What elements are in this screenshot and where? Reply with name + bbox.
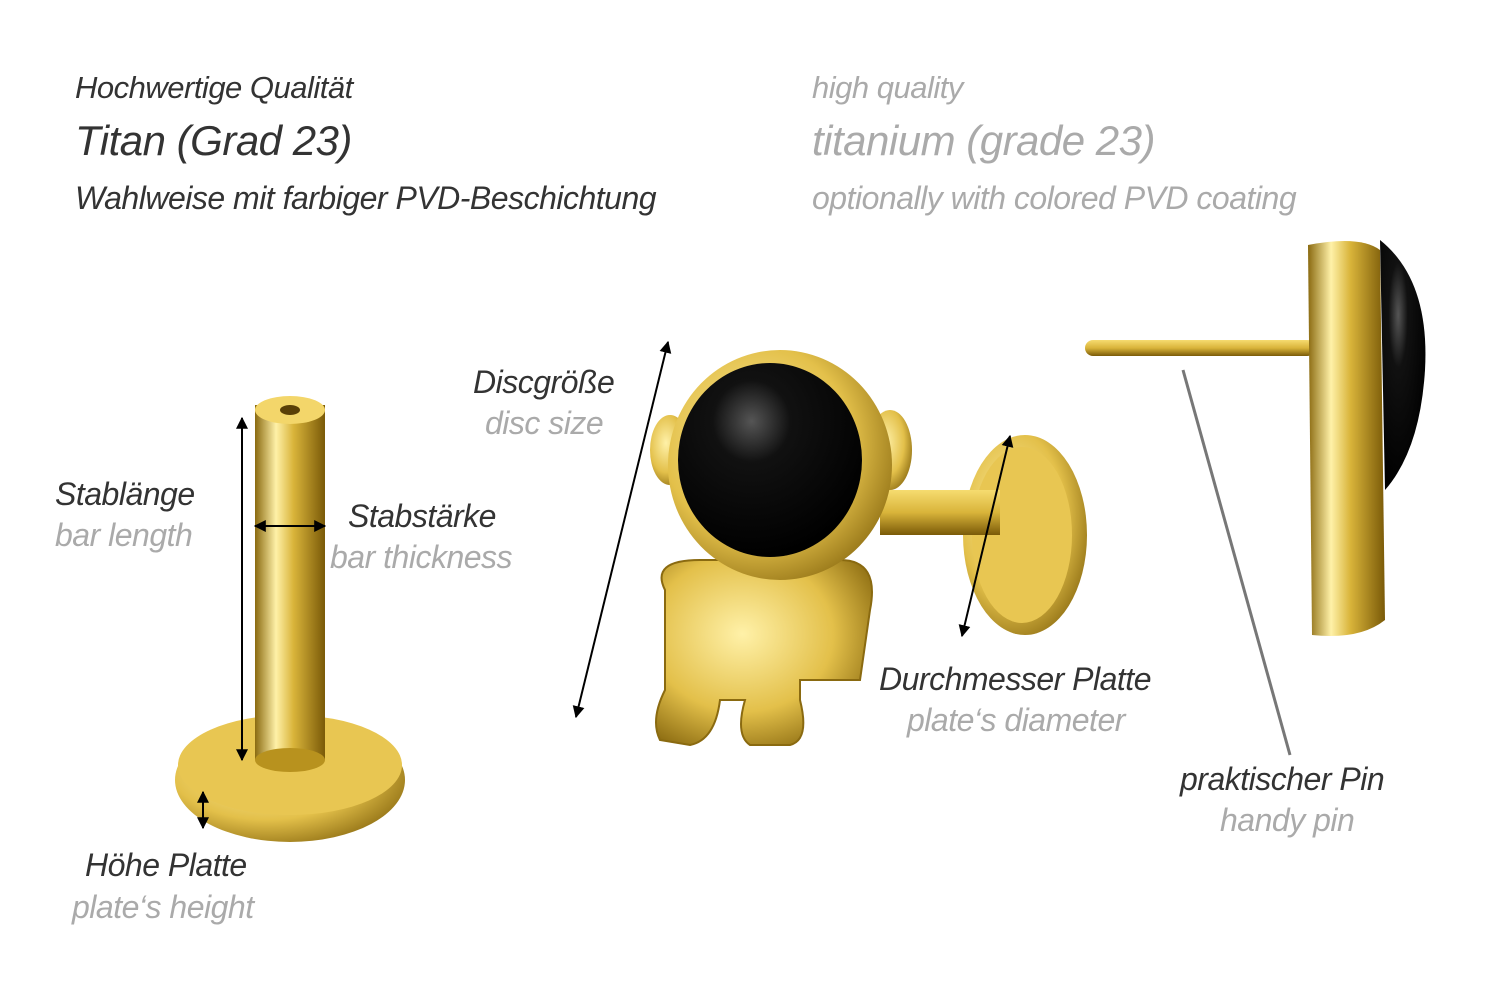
handy-pin-pointer [1181, 369, 1292, 756]
labret-post-illustration [175, 396, 405, 842]
plate-diameter-label-de: Durchmesser Platte [879, 661, 1151, 697]
disc-size-label-en: disc size [485, 405, 604, 441]
plate-height-label-en: plate‘s height [72, 889, 254, 925]
material-en: titanium (grade 23) [812, 117, 1156, 164]
plate-diameter-arrow [958, 434, 1014, 638]
bar-length-label-de: Stablänge [55, 476, 195, 512]
material-de: Titan (Grad 23) [75, 117, 352, 164]
disc-size-arrow [572, 340, 672, 719]
quality-en: high quality [812, 70, 963, 105]
coating-en: optionally with colored PVD coating [812, 180, 1297, 216]
plate-height-label-de: Höhe Platte [85, 847, 247, 883]
bar-length-label-en: bar length [55, 517, 193, 553]
bar-thickness-label-en: bar thickness [330, 539, 513, 575]
plate-diameter-label-en: plate‘s diameter [907, 702, 1125, 738]
quality-de: Hochwertige Qualität [75, 70, 353, 105]
disc-size-label-de: Discgröße [473, 364, 615, 400]
coating-de: Wahlweise mit farbiger PVD-Beschichtung [75, 180, 657, 216]
handy-pin-label-de: praktischer Pin [1180, 761, 1385, 797]
side-view-illustration [1085, 240, 1426, 636]
handy-pin-label-en: handy pin [1220, 802, 1355, 838]
bar-thickness-label-de: Stabstärke [348, 498, 496, 534]
